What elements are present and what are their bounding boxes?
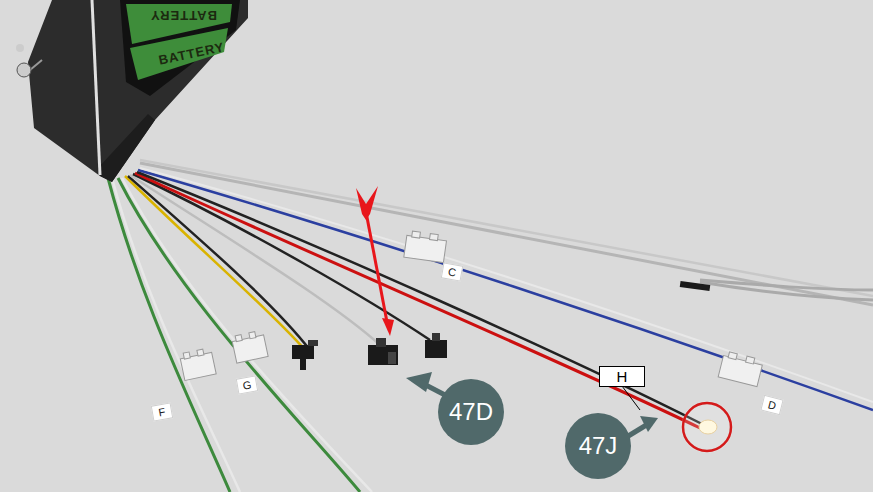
callout-number-text: 47J <box>579 432 618 460</box>
callout-number-text: 47D <box>449 398 493 426</box>
wire-tag: C <box>441 262 463 281</box>
wire-tag: G <box>236 375 258 394</box>
wire-tag-text: C <box>447 265 457 278</box>
wire-label-box-text: H <box>617 368 628 385</box>
wire-tag: D <box>760 395 783 415</box>
wire-tag: F <box>151 402 173 421</box>
battery-label: BATTERY <box>150 8 217 23</box>
wire-tag-text: G <box>242 378 253 391</box>
wire-tag-text: D <box>767 398 778 412</box>
wire-label-box: H <box>599 366 645 387</box>
callout-number: 47J <box>565 413 631 479</box>
callout-number: 47D <box>438 379 504 445</box>
wire-tag-text: F <box>158 406 167 419</box>
